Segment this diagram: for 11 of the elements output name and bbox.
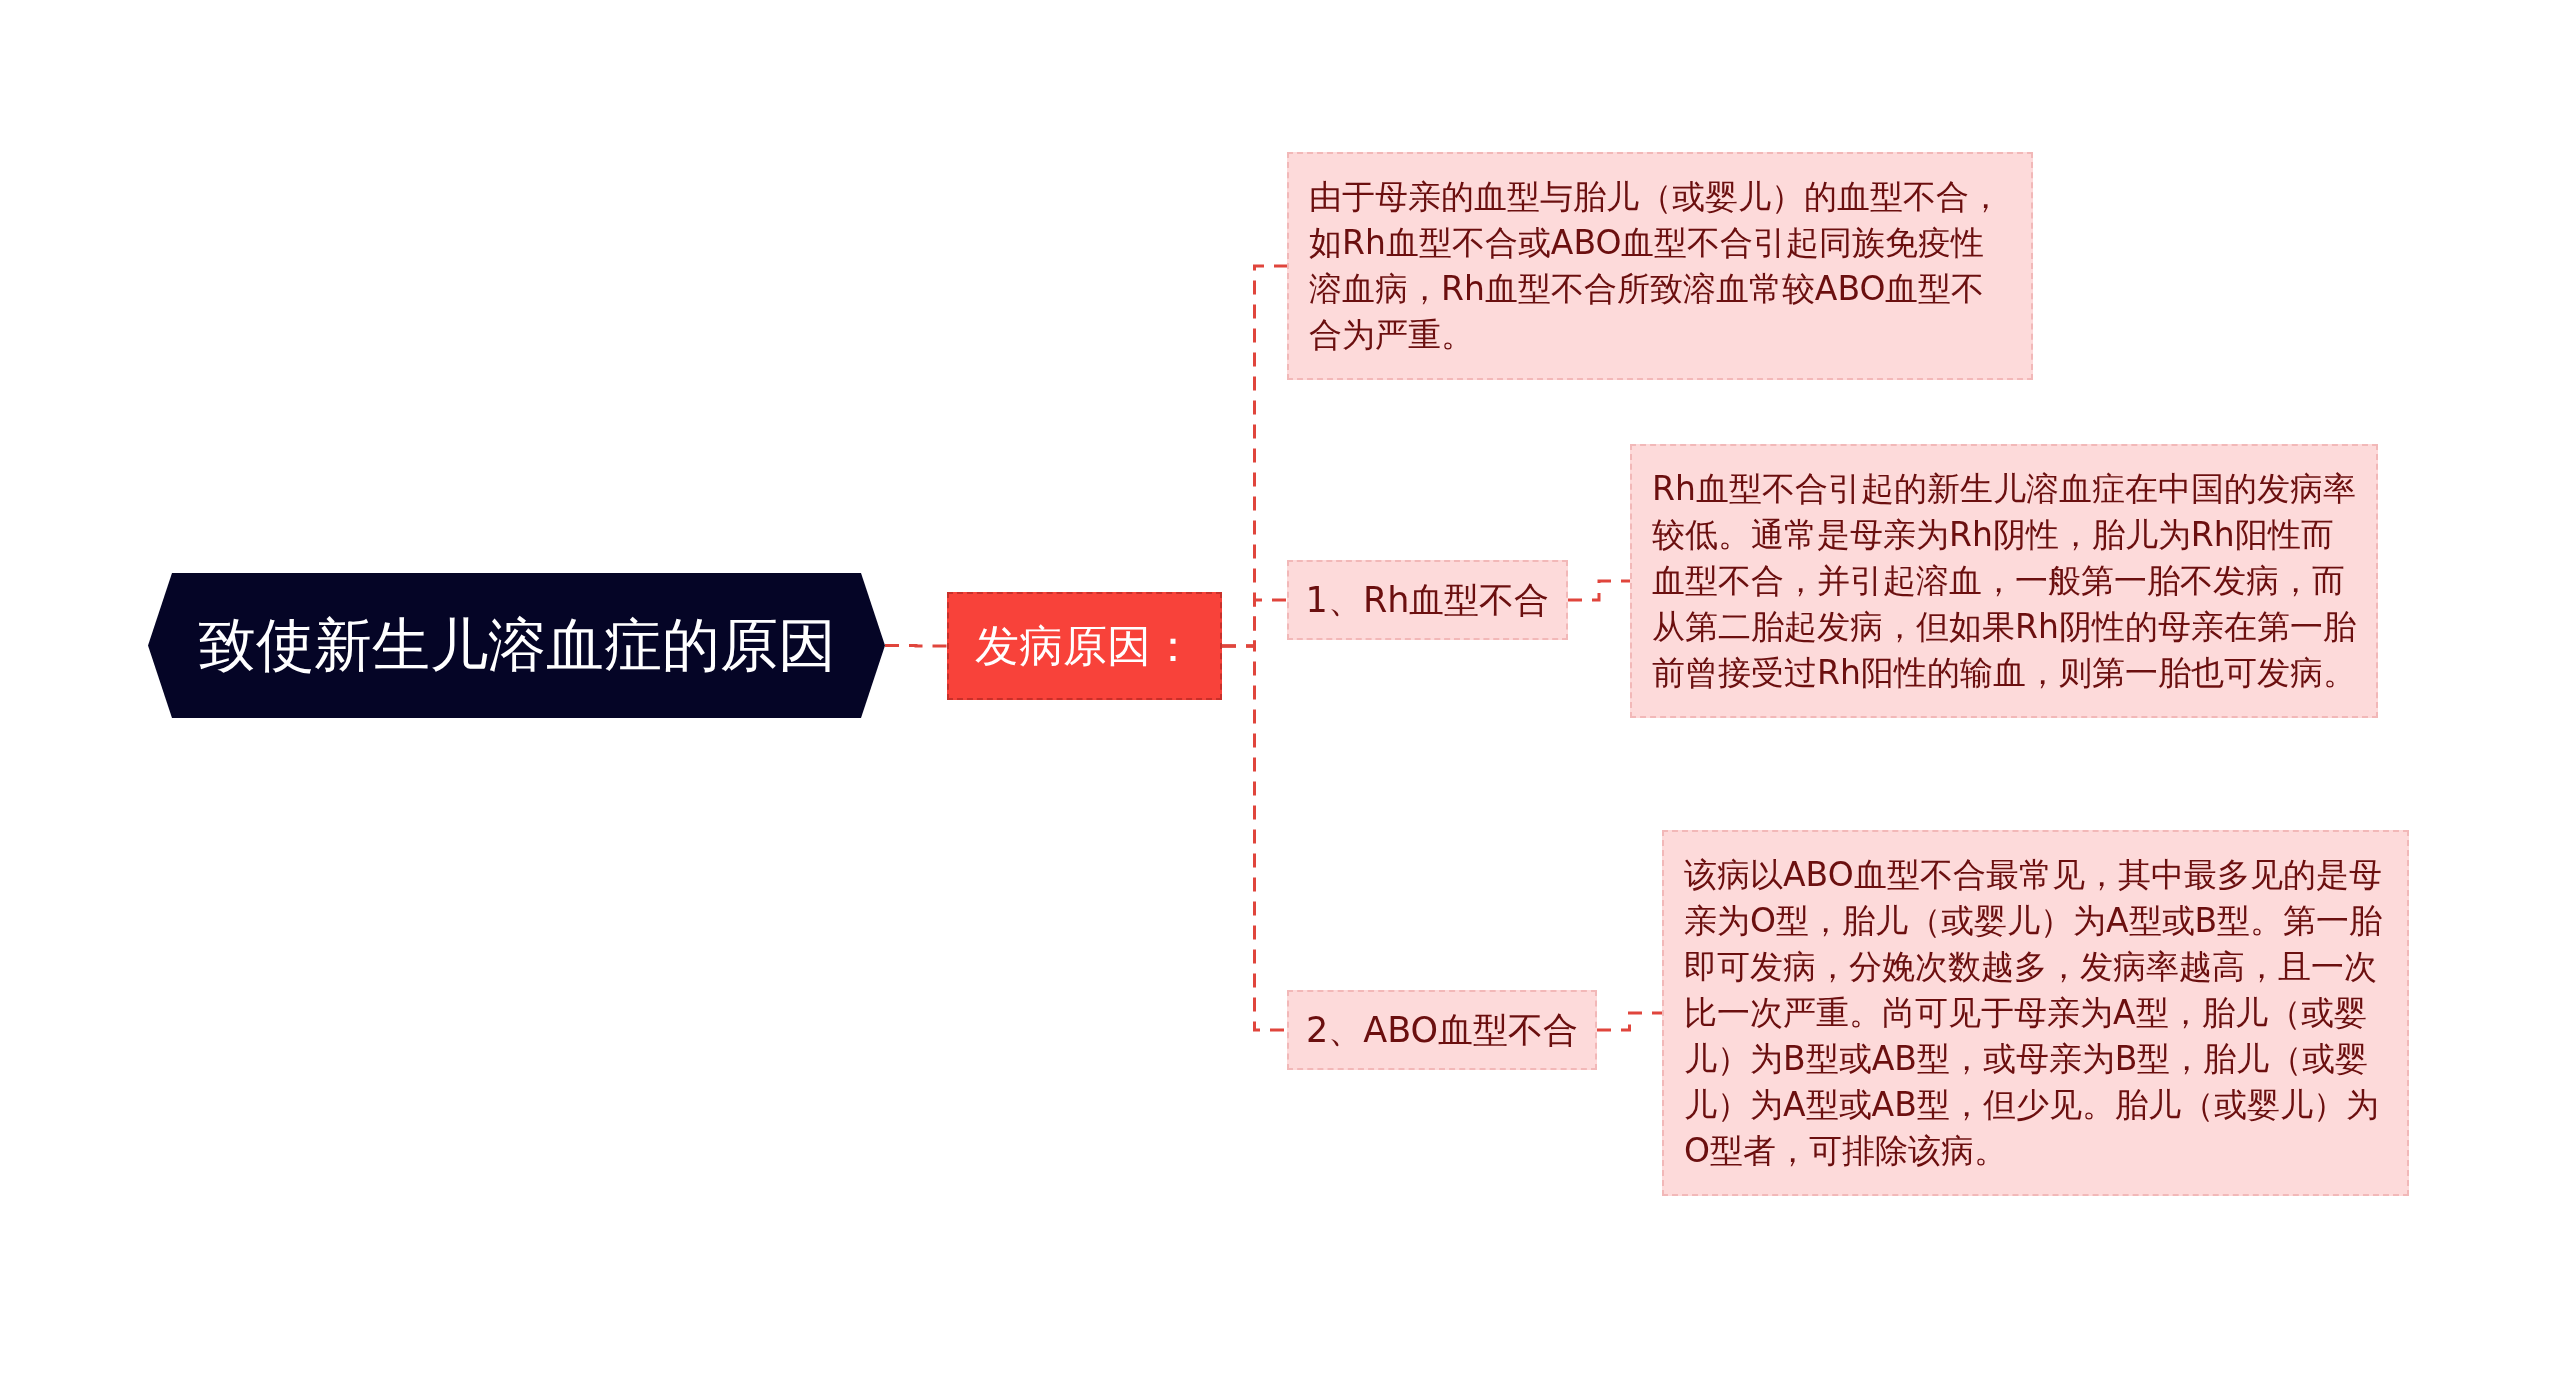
root-topic: 致使新生儿溶血症的原因 — [148, 573, 885, 718]
connector-line — [1597, 1011, 1662, 1032]
text-card: Rh血型不合引起的新生儿溶血症在中国的发病率较低。通常是母亲为Rh阴性，胎儿为Rh阳性而血型不合，并引起溶血，一般第一胎不发病，而从第二胎起发病，但如果Rh阴性的母亲在第一胎前曾接受过Rh阳性的输血，则第一胎也可发病。 — [1630, 444, 2378, 718]
main-topic: 发病原因： — [947, 592, 1222, 700]
connector-line — [1568, 579, 1630, 602]
subtopic: 2、ABO血型不合 — [1287, 990, 1597, 1070]
connector-line — [885, 644, 947, 648]
connector-line — [1222, 644, 1287, 1032]
text-card: 该病以ABO血型不合最常见，其中最多见的是母亲为O型，胎儿（或婴儿）为A型或B型。第一胎即可发病，分娩次数越多，发病率越高，且一次比一次严重。尚可见于母亲为A型，胎儿（或婴儿）为B型或AB型，或母亲为B型，胎儿（或婴儿）为A型或AB型，但少见。胎儿（或婴儿）为O型者，可排除该病。 — [1662, 830, 2409, 1196]
text-card: 由于母亲的血型与胎儿（或婴儿）的血型不合，如Rh血型不合或ABO血型不合引起同族免疫性溶血病，Rh血型不合所致溶血常较ABO血型不合为严重。 — [1287, 152, 2033, 380]
subtopic: 1、Rh血型不合 — [1287, 560, 1568, 640]
